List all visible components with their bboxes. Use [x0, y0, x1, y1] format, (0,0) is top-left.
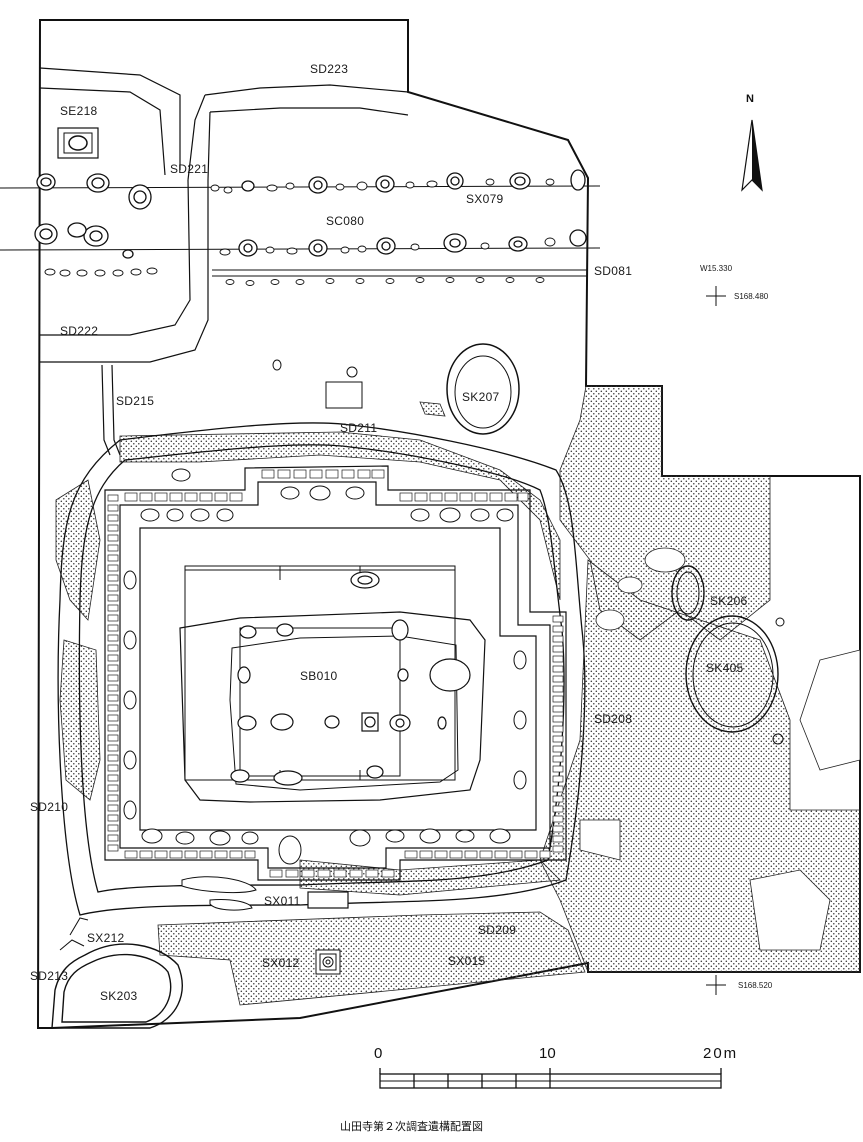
label-sk203: SK203	[100, 989, 138, 1003]
sb010-post-holes	[230, 571, 471, 786]
sd223-ditch	[39, 67, 409, 176]
label-se218: SE218	[60, 104, 98, 118]
label-sx012: SX012	[262, 956, 300, 970]
label-sd208: SD208	[594, 712, 633, 726]
north-arrow-icon	[741, 119, 763, 192]
scale-tick-20m: 20m	[703, 1045, 739, 1062]
north-label: N	[746, 93, 754, 105]
scale-bar	[379, 1068, 722, 1089]
sx012-feature	[315, 949, 341, 975]
sx212-feature	[59, 917, 89, 951]
label-sd222: SD222	[60, 324, 99, 338]
sc080-fence-lines	[0, 185, 601, 277]
platform-boulders	[123, 468, 527, 865]
minor-features	[272, 359, 363, 409]
pebble-rows	[44, 178, 556, 286]
sc080-post-holes	[34, 169, 587, 259]
grid-label-s168480: S168.480	[734, 292, 769, 301]
label-sk206: SK206	[710, 594, 748, 608]
stone-platform	[104, 465, 567, 881]
label-sk207: SK207	[462, 390, 500, 404]
grid-label-s168520: S168.520	[738, 981, 773, 990]
label-sk405: SK405	[706, 661, 744, 675]
sd221-sd222-ditch	[40, 94, 211, 363]
se218-well	[57, 127, 99, 159]
sk405-pit	[685, 615, 785, 745]
label-sd211: SD211	[340, 421, 378, 435]
label-sd215: SD215	[116, 394, 155, 408]
figure-caption: 山田寺第２次調査遺構配置図	[340, 1120, 483, 1133]
misc-hollows	[181, 876, 257, 911]
label-sd081: SD081	[594, 264, 633, 278]
unstippled-patches	[579, 547, 861, 951]
scale-tick-0: 0	[374, 1045, 383, 1062]
grid-label-w15330: W15.330	[700, 264, 733, 273]
sk203-pit	[51, 943, 183, 1029]
sk207-pit	[446, 343, 520, 435]
label-sd223: SD223	[310, 62, 349, 76]
sx011-feature	[307, 891, 349, 909]
label-sx079: SX079	[466, 192, 504, 206]
platform-surrounding-ditch	[57, 422, 586, 916]
sk206-pit	[671, 565, 705, 621]
grid-crosses	[706, 286, 726, 995]
label-sc080: SC080	[326, 214, 365, 228]
label-sd221: SD221	[170, 162, 209, 176]
stippled-areas	[55, 383, 861, 1006]
label-sx011: SX011	[264, 894, 301, 908]
label-sd209: SD209	[478, 923, 517, 937]
label-sb010: SB010	[300, 669, 338, 683]
label-sd213: SD213	[30, 969, 69, 983]
label-sd210: SD210	[30, 800, 69, 814]
scale-tick-10: 10	[539, 1045, 556, 1062]
label-sx015: SX015	[448, 954, 486, 968]
stone-infill	[107, 469, 564, 878]
label-sx212: SX212	[87, 931, 125, 945]
